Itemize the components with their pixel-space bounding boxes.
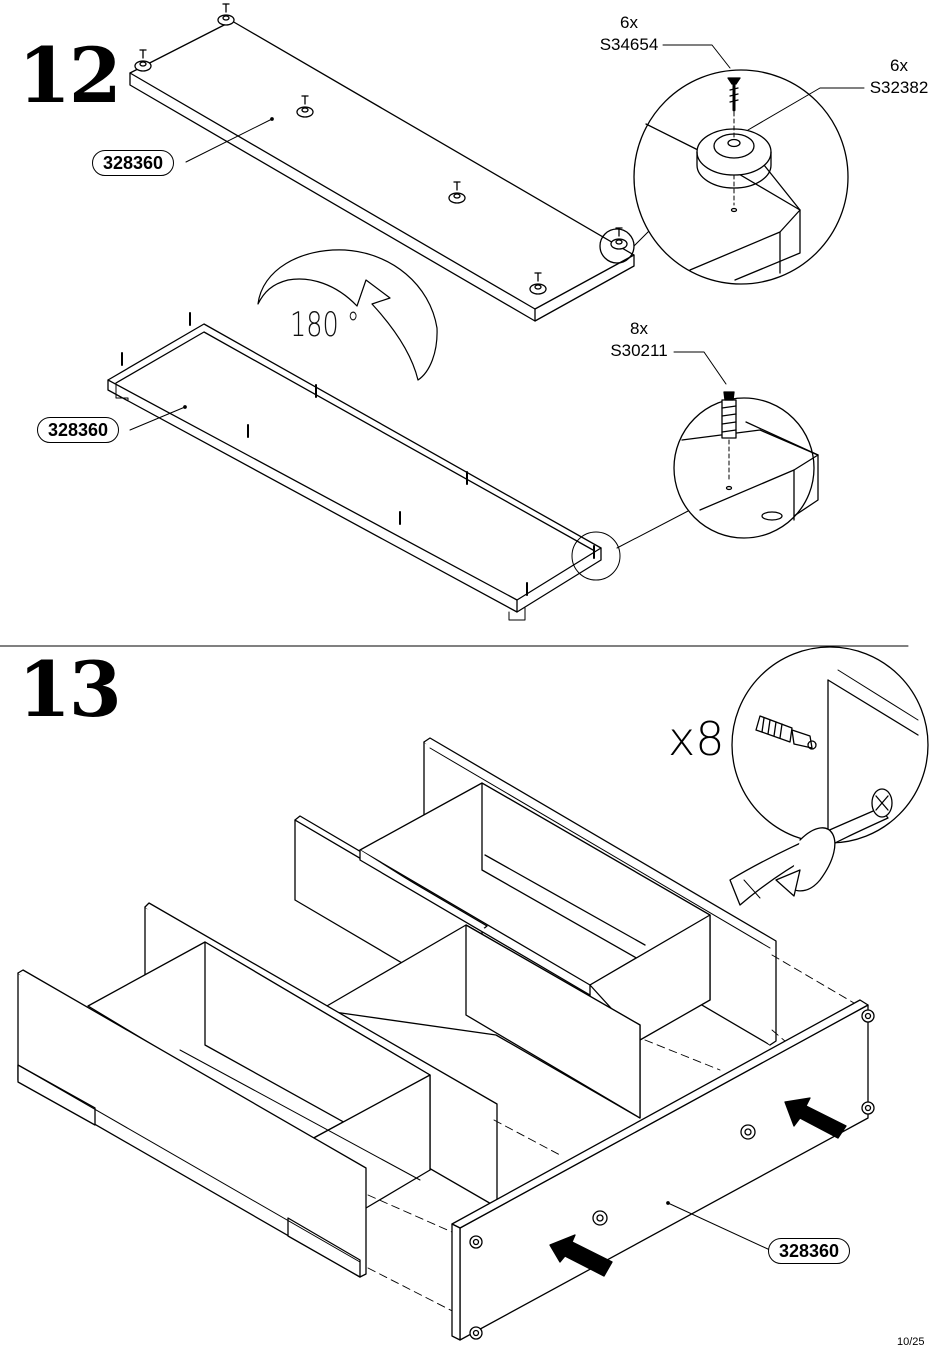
leader-screw — [662, 44, 731, 69]
glide-mark — [296, 95, 314, 118]
step-number-12: 12 — [18, 31, 122, 120]
lower-panel-dowels — [121, 312, 595, 596]
glide-mark — [217, 3, 235, 26]
part-label-front-panel: 328360 — [768, 1238, 851, 1264]
inner-frame — [359, 782, 711, 1061]
fastener-count: x8 — [668, 712, 725, 766]
page-number: 10/25 — [897, 1336, 925, 1348]
screw-code: S34654 — [599, 35, 659, 54]
glide-qty: 6x — [890, 56, 908, 75]
rotation-label: 180 ° — [290, 305, 360, 345]
part-label-upper-panel: 328360 — [92, 150, 175, 176]
center-panel — [319, 924, 641, 1119]
screwdriver-detail — [729, 646, 929, 906]
glide-callout: 6x S32382 — [862, 55, 936, 99]
lower-panel — [107, 323, 621, 621]
push-arrows — [549, 1097, 847, 1277]
step-number-13: 13 — [18, 645, 122, 734]
glide-mark — [134, 49, 152, 72]
dowel-qty: 8x — [630, 319, 648, 338]
upper-panel-glides — [134, 3, 635, 295]
leader-screwdriver — [743, 879, 761, 899]
glide-mark — [610, 227, 628, 250]
dowel-code: S30211 — [610, 341, 668, 360]
rotation-arrow — [257, 249, 438, 381]
left-front-panel — [17, 969, 367, 1278]
leader-lower-panel — [129, 406, 186, 431]
dowel-callout: 8x S30211 — [602, 318, 676, 362]
screw-qty: 6x — [620, 13, 638, 32]
dowel-detail — [616, 391, 819, 549]
glide-mark — [448, 181, 466, 204]
screw-callout: 6x S34654 — [592, 12, 666, 56]
part-label-lower-panel: 328360 — [37, 417, 120, 443]
leader-front-panel — [667, 1202, 771, 1251]
leader-upper-panel — [185, 118, 273, 163]
glide-mark — [529, 272, 547, 295]
glide-code: S32382 — [869, 78, 929, 97]
front-panel — [451, 999, 875, 1341]
glide-detail — [633, 69, 849, 285]
leader-dowel — [673, 351, 727, 385]
upper-panel — [129, 20, 635, 322]
leader-glide — [747, 87, 865, 131]
